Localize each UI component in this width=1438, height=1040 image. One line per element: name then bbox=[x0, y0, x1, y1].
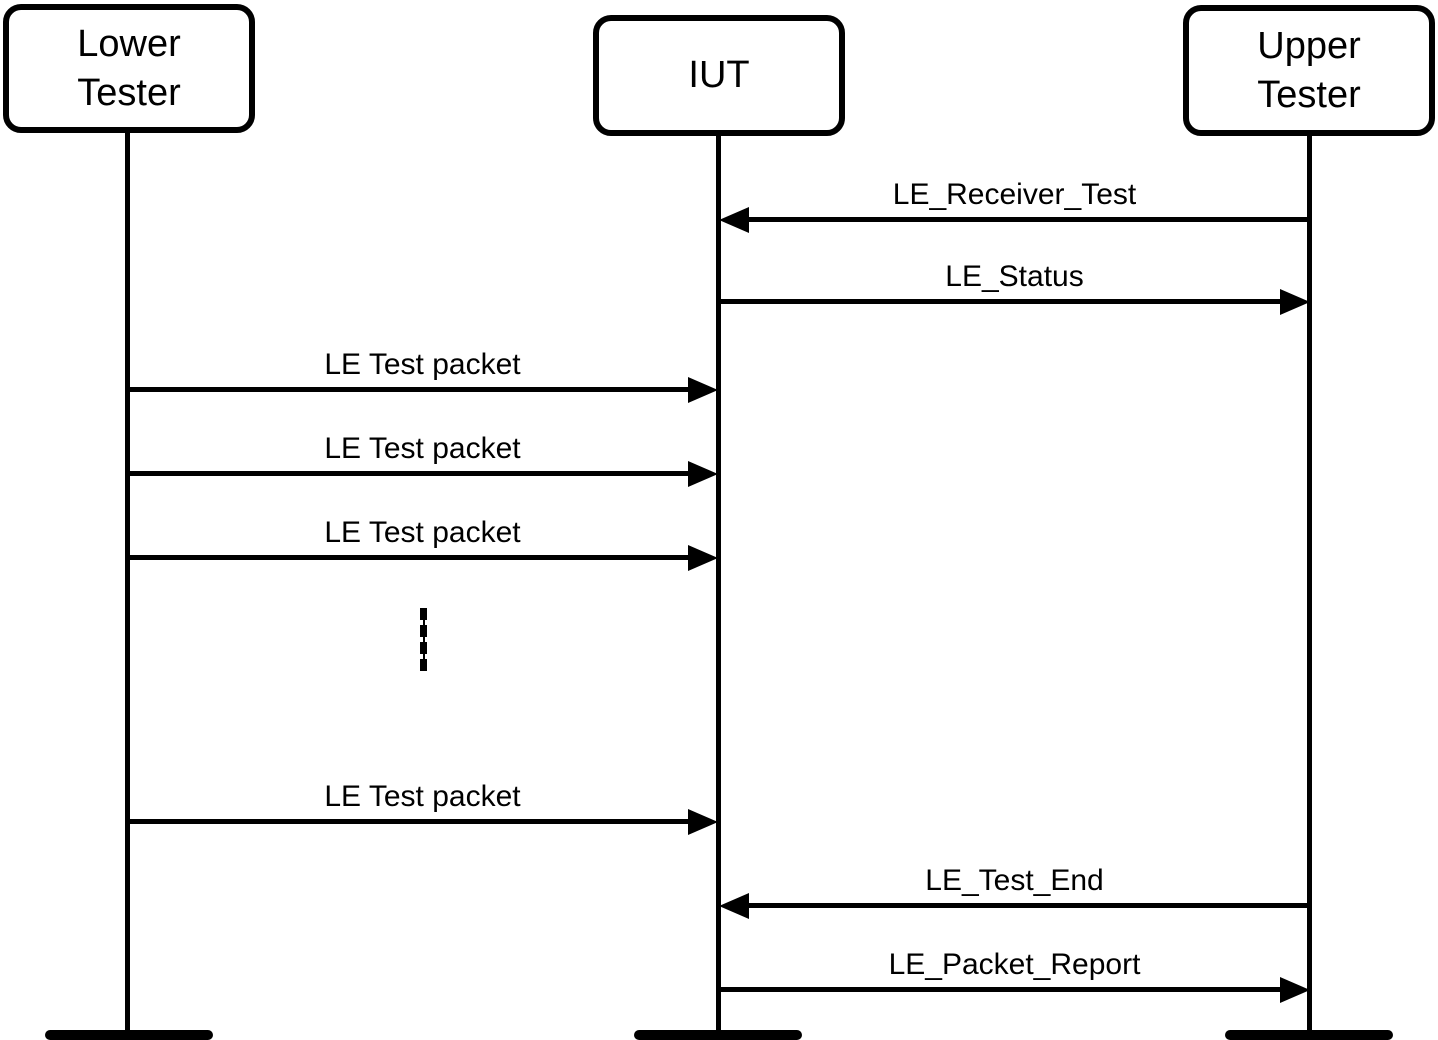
actor-box-lower-tester: Lower Tester bbox=[3, 4, 255, 133]
actor-label-upper-tester: Upper Tester bbox=[1257, 24, 1361, 116]
arrowhead-right-icon bbox=[688, 545, 718, 571]
message-line bbox=[746, 903, 1310, 908]
message-le-test-packet-2: LE Test packet bbox=[127, 428, 718, 487]
terminator-bar-iut bbox=[634, 1030, 802, 1040]
lifeline-iut bbox=[716, 134, 721, 1035]
arrowhead-right-icon bbox=[688, 377, 718, 403]
message-line bbox=[127, 471, 691, 476]
message-label: LE_Receiver_Test bbox=[892, 178, 1137, 211]
message-label: LE Test packet bbox=[324, 432, 521, 465]
message-le-status: LE_Status bbox=[719, 256, 1310, 315]
message-label: LE Test packet bbox=[324, 348, 521, 381]
message-line bbox=[127, 819, 691, 824]
message-line bbox=[719, 299, 1283, 304]
actor-label-lower-tester: Lower Tester bbox=[77, 22, 181, 114]
message-le-test-packet-3: LE Test packet bbox=[127, 512, 718, 571]
message-label: LE_Packet_Report bbox=[888, 948, 1141, 981]
message-label: LE_Test_End bbox=[925, 864, 1104, 897]
arrowhead-left-icon bbox=[719, 893, 749, 919]
arrowhead-right-icon bbox=[1280, 977, 1310, 1003]
message-le-test-packet-1: LE Test packet bbox=[127, 344, 718, 403]
arrowhead-right-icon bbox=[688, 809, 718, 835]
actor-label-iut: IUT bbox=[688, 54, 750, 96]
message-label: LE Test packet bbox=[324, 516, 521, 549]
message-line bbox=[127, 387, 691, 392]
lifeline-upper-tester bbox=[1307, 134, 1312, 1035]
message-le-receiver-test: LE_Receiver_Test bbox=[719, 174, 1310, 233]
message-le-packet-report: LE_Packet_Report bbox=[719, 944, 1310, 1003]
actor-box-upper-tester: Upper Tester bbox=[1183, 5, 1435, 136]
message-line bbox=[719, 987, 1283, 992]
message-line bbox=[127, 555, 691, 560]
terminator-bar-upper-tester bbox=[1225, 1030, 1393, 1040]
message-label: LE_Status bbox=[945, 260, 1084, 293]
continuation-ellipsis bbox=[420, 608, 427, 671]
message-le-test-packet-4: LE Test packet bbox=[127, 776, 718, 835]
lifeline-lower-tester bbox=[125, 131, 130, 1035]
message-label: LE Test packet bbox=[324, 780, 521, 813]
arrowhead-left-icon bbox=[719, 207, 749, 233]
message-le-test-end: LE_Test_End bbox=[719, 860, 1310, 919]
message-line bbox=[746, 217, 1310, 222]
arrowhead-right-icon bbox=[688, 461, 718, 487]
actor-box-iut: IUT bbox=[593, 15, 845, 136]
arrowhead-right-icon bbox=[1280, 289, 1310, 315]
terminator-bar-lower-tester bbox=[45, 1030, 213, 1040]
